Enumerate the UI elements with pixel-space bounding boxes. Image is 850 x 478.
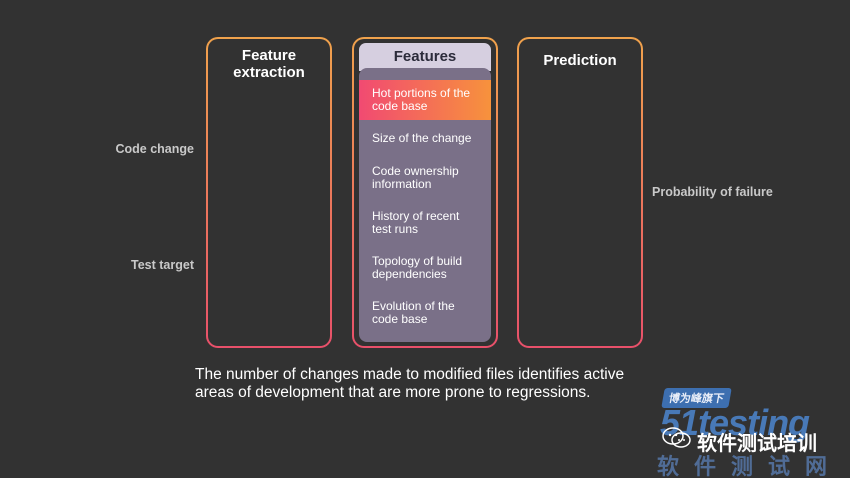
- feature-item-history-test-runs: History of recent test runs: [359, 210, 491, 235]
- feature-item-label: Size of the change: [372, 131, 472, 145]
- feature-item-code-ownership: Code ownership information: [359, 165, 491, 190]
- feature-extraction-title-line1: Feature: [241, 47, 297, 64]
- feature-item-label: information: [372, 176, 432, 191]
- watermark-logo: 51testing: [660, 402, 810, 443]
- feature-item-label: code base: [372, 98, 428, 113]
- features-title: Features: [359, 43, 491, 71]
- feature-item-label: Code ownership: [372, 164, 459, 178]
- caption: The number of changes made to modified f…: [195, 366, 665, 402]
- wechat-icon: [662, 427, 691, 448]
- feature-item-size-of-change: Size of the change: [359, 132, 491, 145]
- feature-item-evolution-code-base: Evolution of the code base: [359, 300, 491, 325]
- feature-item-topology-build: Topology of build dependencies: [359, 255, 491, 280]
- feature-extraction-title: Feature extraction: [208, 47, 330, 81]
- feature-extraction-title-line2: extraction: [233, 64, 305, 81]
- feature-extraction-box: Feature extraction: [206, 37, 332, 348]
- feature-item-label: Hot portions of the: [372, 86, 471, 100]
- prediction-box: Prediction: [517, 37, 643, 348]
- feature-item-label: Topology of build: [372, 254, 463, 268]
- feature-item-label: dependencies: [372, 266, 447, 281]
- caption-line1: The number of changes made to modified f…: [195, 366, 625, 383]
- feature-item-label: History of recent: [372, 209, 460, 223]
- prediction-title: Prediction: [543, 52, 617, 69]
- watermark-cn-name: 软件测试培训: [697, 433, 817, 455]
- feature-item-label: test runs: [372, 221, 419, 236]
- caption-line2: areas of development that are more prone…: [195, 384, 591, 401]
- output-probability-of-failure: Probability of failure: [652, 185, 773, 199]
- feature-item-label: Evolution of the: [372, 299, 455, 313]
- watermark-net: 软件测试网: [657, 454, 843, 478]
- input-code-change: Code change: [115, 142, 195, 156]
- features-list: Hot portions of the code base Size of th…: [359, 68, 491, 342]
- input-test-target: Test target: [131, 258, 194, 272]
- feature-item-label: code base: [372, 311, 428, 326]
- feature-item-hot-portions: Hot portions of the code base: [359, 80, 491, 120]
